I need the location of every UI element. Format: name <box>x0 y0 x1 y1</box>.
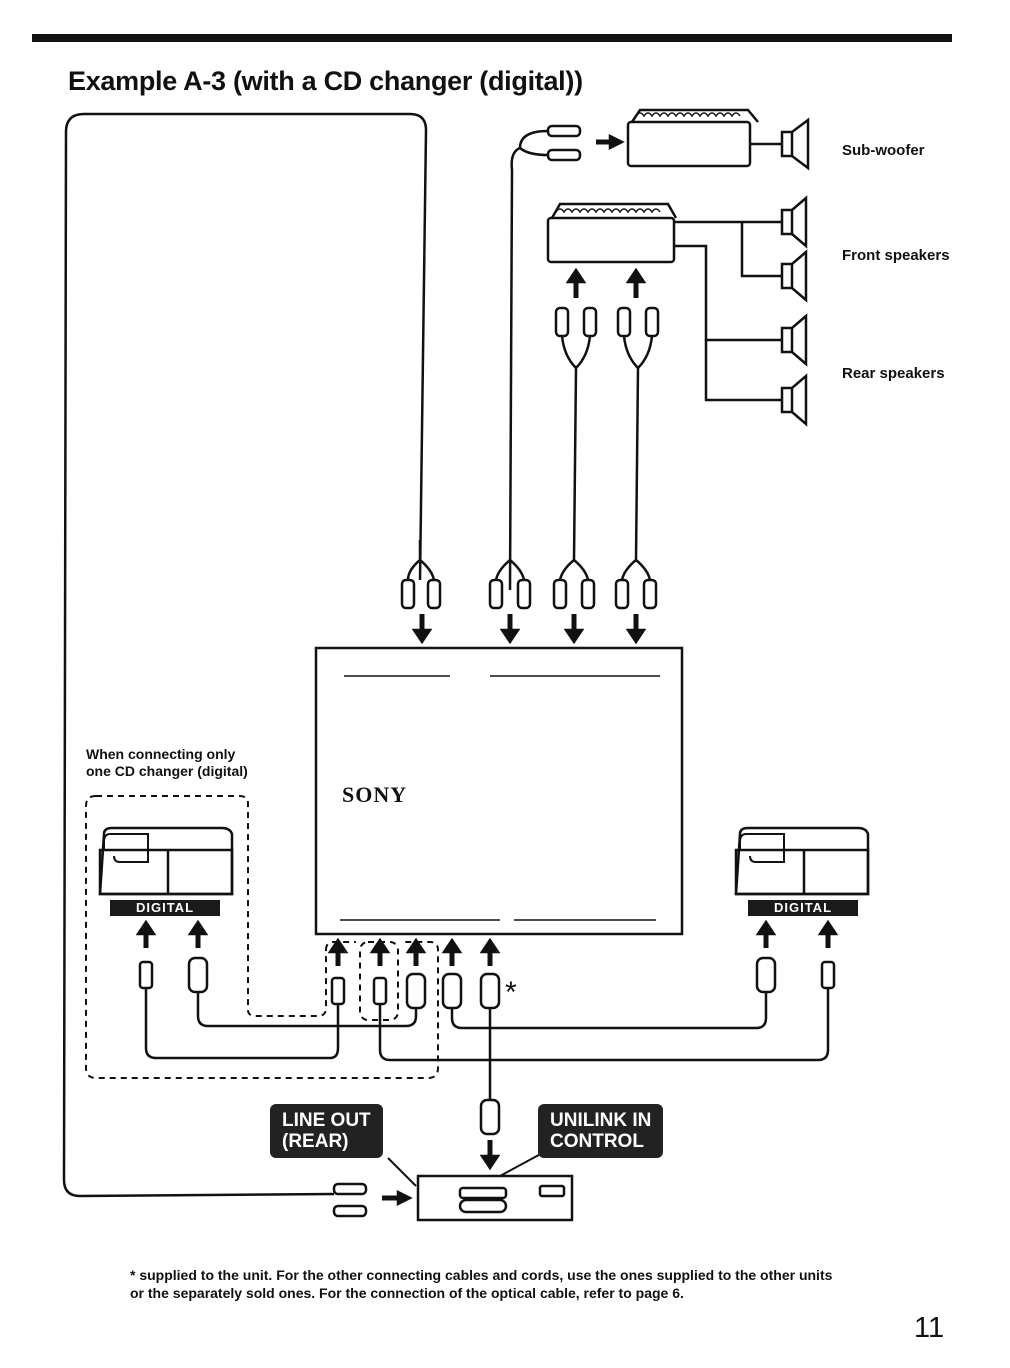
main-amplifier <box>546 202 782 402</box>
unilink-badge-line-1: UNILINK IN <box>550 1110 652 1131</box>
front-speaker-2 <box>780 249 808 303</box>
top-rule <box>32 34 952 42</box>
unilink-badge-line-2: CONTROL <box>550 1131 644 1152</box>
line-out-badge-line-2: (REAR) <box>282 1131 349 1152</box>
note-line-1: When connecting only <box>86 746 236 762</box>
cd-changer-left <box>98 826 234 896</box>
dashed-outlines <box>85 795 439 1079</box>
brand-logo: SONY <box>342 782 408 807</box>
line-out-cable <box>62 112 428 1198</box>
front-speaker-1 <box>780 195 808 249</box>
line-out-badge-line-1: LINE OUT <box>282 1110 371 1131</box>
footnote-line-2: or the separately sold ones. For the con… <box>130 1285 684 1301</box>
cd-changer-right <box>734 826 870 896</box>
unit-top-rca-plugs <box>400 540 658 645</box>
note-line-2: one CD changer (digital) <box>86 763 248 779</box>
head-unit <box>314 646 684 936</box>
asterisk-mark: * <box>505 976 517 1009</box>
label-front-speakers: Front speakers <box>842 247 950 264</box>
footnote: * supplied to the unit. For the other co… <box>130 1266 950 1302</box>
rear-speaker-2 <box>780 373 808 427</box>
single-changer-note: When connecting only one CD changer (dig… <box>86 746 248 780</box>
unilink-badge: UNILINK IN CONTROL <box>538 1104 664 1158</box>
subwoofer-amplifier <box>626 108 810 171</box>
line-out-badge: LINE OUT (REAR) <box>270 1104 383 1158</box>
bottom-connections <box>135 919 839 1171</box>
source-unit <box>332 1149 574 1222</box>
amp-input-cables <box>554 267 660 561</box>
label-rear-speakers: Rear speakers <box>842 365 945 382</box>
subwoofer-rca-plugs <box>508 124 625 591</box>
rear-speaker-1 <box>780 313 808 367</box>
page-number: 11 <box>914 1312 945 1344</box>
footnote-line-1: * supplied to the unit. For the other co… <box>130 1267 833 1283</box>
digital-label-right: DIGITAL <box>748 900 858 916</box>
label-subwoofer: Sub-woofer <box>842 142 925 159</box>
digital-label-left: DIGITAL <box>110 900 220 916</box>
page-title: Example A-3 (with a CD changer (digital)… <box>68 66 583 96</box>
